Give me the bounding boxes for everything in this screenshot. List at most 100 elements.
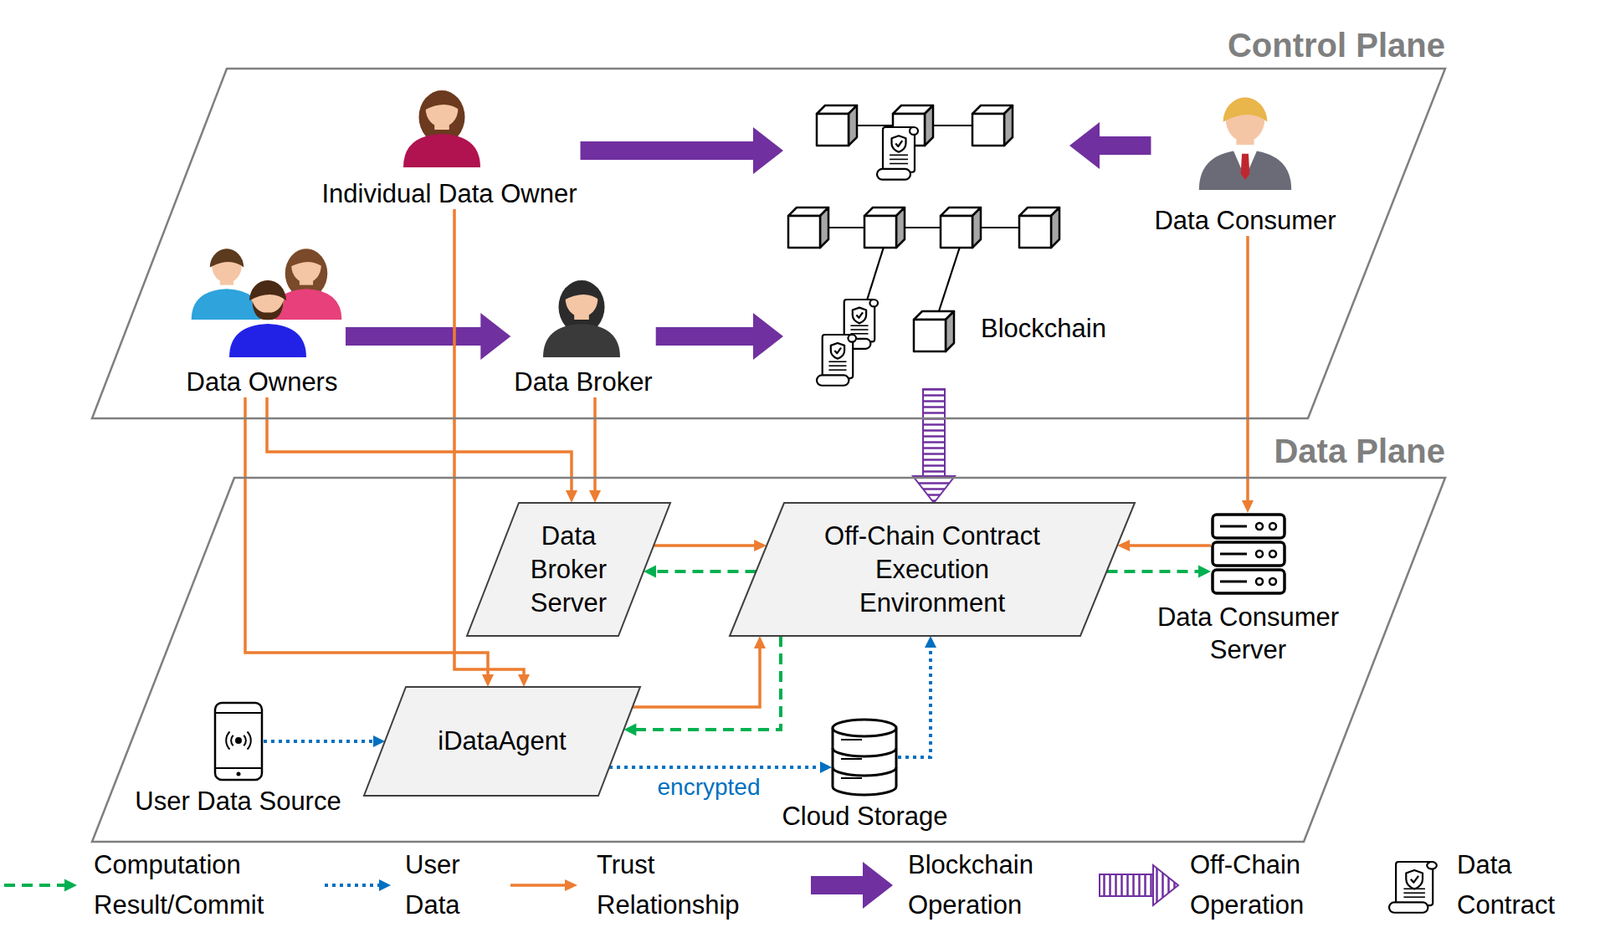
- block-cube: [816, 105, 857, 146]
- arrow-shaft: [655, 569, 757, 574]
- storage-mark: [841, 777, 862, 780]
- body: [1199, 149, 1292, 190]
- arrow-shaft: [1096, 136, 1151, 155]
- server-slot: [1220, 580, 1247, 584]
- text-line: [889, 153, 908, 156]
- text-line: [828, 360, 847, 363]
- server-unit: [1212, 569, 1285, 594]
- plane-title: Control Plane: [1227, 25, 1446, 66]
- arrow-head: [753, 635, 766, 649]
- connector: [345, 312, 511, 360]
- chain-link: [937, 244, 961, 317]
- cube-side: [972, 207, 981, 248]
- block-cube: [940, 207, 981, 248]
- arrow-shaft: [635, 635, 781, 730]
- person-icon: [229, 280, 307, 358]
- connector: [589, 397, 601, 503]
- phone-bezel: [215, 712, 262, 714]
- arrow-head: [379, 879, 391, 892]
- connector: [653, 539, 767, 552]
- cube-side: [1004, 105, 1013, 146]
- arrow-shaft: [632, 647, 760, 708]
- hair: [1223, 97, 1268, 123]
- scroll-curl: [909, 127, 918, 135]
- signal-dot: [235, 737, 242, 744]
- tie: [1241, 153, 1251, 180]
- server-led: [1256, 523, 1263, 530]
- legend-text: Computation Result/Commit: [93, 845, 312, 926]
- process-box: Data Broker Server: [466, 502, 671, 636]
- box-parallelogram: [466, 502, 671, 636]
- text-line: [889, 158, 908, 161]
- arrow-shaft: [245, 397, 488, 677]
- cube-front: [940, 215, 973, 248]
- arrow-shaft: [923, 389, 945, 479]
- connector: [643, 565, 756, 579]
- storage-ring: [832, 748, 897, 757]
- plane-parallelogram: [92, 477, 1446, 842]
- actor-label: Data Owners: [186, 367, 339, 398]
- cube-side: [924, 105, 934, 146]
- cube-front: [972, 113, 1005, 146]
- connector: [912, 389, 955, 503]
- device-label: User Data Source: [134, 785, 341, 819]
- arrow-shaft: [1128, 543, 1211, 548]
- server-led: [1256, 578, 1263, 585]
- text-line: [1403, 896, 1426, 898]
- plane-parallelogram: [92, 68, 1446, 419]
- shield: [830, 343, 845, 359]
- legend-sample: [324, 879, 391, 892]
- arrow-shaft: [1106, 569, 1200, 574]
- process-box: iDataAgent: [364, 687, 641, 796]
- blockchain-node: Blockchain: [783, 98, 1070, 390]
- arrow-head: [924, 635, 937, 648]
- body: [543, 323, 621, 358]
- connector: [580, 127, 785, 175]
- legend-sample: [1099, 865, 1179, 906]
- text-line: [1403, 887, 1426, 890]
- cube-front: [788, 215, 821, 248]
- arrow-head: [862, 861, 893, 909]
- legend-sample: [810, 861, 893, 909]
- actor-node: Individual Data Owner: [318, 83, 581, 210]
- cube-front: [816, 113, 849, 146]
- arrow-shaft: [345, 327, 484, 346]
- legend-text: Trust Relationship: [596, 845, 756, 926]
- server-led: [1269, 523, 1277, 530]
- actor-node: Data Broker: [510, 267, 656, 398]
- connector: [1117, 539, 1211, 552]
- legend-sample: [510, 879, 578, 892]
- scroll-curl: [816, 374, 849, 385]
- connector: [609, 761, 832, 774]
- storage-mark: [841, 758, 862, 760]
- hair: [563, 280, 600, 301]
- block-cube: [972, 105, 1013, 146]
- edge-label: encrypted: [654, 773, 765, 802]
- server-slot: [1220, 525, 1247, 529]
- signal-wave: [230, 735, 234, 747]
- contract-scroll: [816, 334, 857, 386]
- scroll-curl: [1389, 902, 1428, 913]
- connector: [632, 635, 766, 708]
- actor-label: Data Broker: [513, 367, 652, 398]
- connector: [623, 635, 781, 737]
- connector: [1069, 122, 1151, 170]
- server-unit: [1212, 514, 1285, 539]
- arrow-shaft: [4, 883, 67, 888]
- signal-wave: [225, 732, 230, 750]
- scroll-paper: [1395, 861, 1433, 906]
- text-line: [1403, 892, 1426, 894]
- cube-side: [896, 207, 905, 248]
- arrow-head: [912, 476, 955, 503]
- legend-text: User Data: [405, 845, 485, 926]
- scroll-curl: [1426, 861, 1437, 870]
- chain-link: [866, 244, 885, 303]
- arrow-head: [820, 761, 832, 774]
- device-label: Cloud Storage: [781, 800, 948, 834]
- arrow-head: [480, 312, 511, 360]
- arrow-head: [564, 879, 578, 892]
- block-cube: [1019, 207, 1060, 248]
- server-led: [1269, 550, 1277, 558]
- block-cube: [913, 311, 954, 352]
